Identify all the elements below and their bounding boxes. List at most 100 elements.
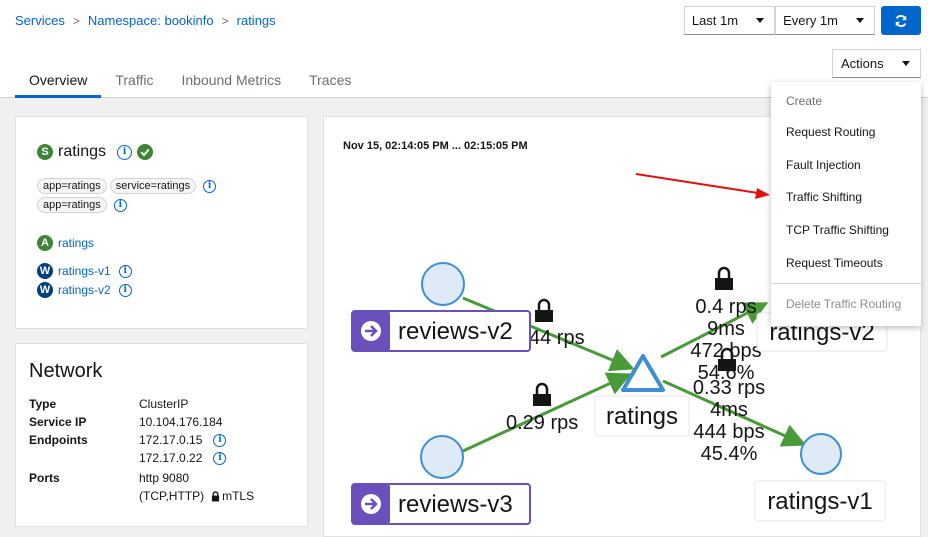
- actions-label: Actions: [841, 56, 884, 71]
- menu-item-tcp-traffic-shifting[interactable]: TCP Traffic Shifting: [786, 223, 889, 238]
- service-graph[interactable]: 44 rps 0.29 rps 0.4 rps 9ms 472 bps 54.6…: [324, 117, 921, 537]
- service-description-card: S ratings i app=ratings service=ratings …: [15, 116, 308, 329]
- network-row: Endpoints 172.17.0.15 i: [29, 431, 254, 449]
- menu-divider: [771, 282, 921, 284]
- tab-traffic[interactable]: Traffic: [115, 72, 154, 88]
- node-reviews-v2[interactable]: [421, 262, 465, 306]
- network-row: Ports http 9080: [29, 469, 254, 487]
- edge-ratings-ratings-v2[interactable]: [660, 302, 769, 359]
- actions-dropdown[interactable]: Actions: [832, 49, 921, 78]
- refresh-button[interactable]: [881, 6, 921, 35]
- endpoint-value: 172.17.0.15: [139, 433, 203, 447]
- network-value: 172.17.0.22 i: [139, 451, 227, 465]
- menu-item-request-timeouts[interactable]: Request Timeouts: [786, 255, 883, 270]
- lock-icon: [535, 298, 553, 322]
- actions-menu: Create Request Routing Fault Injection T…: [771, 82, 921, 326]
- edge-rps: 0.29 rps: [506, 412, 578, 434]
- refresh-icon: [895, 14, 907, 27]
- network-key: Type: [29, 397, 57, 411]
- breadcrumb-current[interactable]: ratings: [236, 13, 276, 28]
- node-reviews-v3[interactable]: [420, 435, 464, 479]
- edge-label-ratings-v2: 0.4 rps 9ms 472 bps 54.6%: [690, 266, 762, 384]
- info-icon[interactable]: i: [113, 198, 127, 212]
- menu-item-traffic-shifting[interactable]: Traffic Shifting: [786, 190, 863, 205]
- menu-item-delete-traffic-routing[interactable]: Delete Traffic Routing: [786, 297, 902, 312]
- network-value: (TCP,HTTP) mTLS: [139, 489, 254, 503]
- edge-throughput: 444 bps: [693, 421, 764, 443]
- workload-link[interactable]: ratings-v1: [58, 264, 111, 278]
- info-icon[interactable]: i: [118, 283, 132, 297]
- lock-icon: [715, 266, 733, 290]
- network-value: 10.104.176.184: [139, 415, 223, 429]
- breadcrumb-separator-icon: >: [72, 13, 80, 28]
- top-bar: Services > Namespace: bookinfo > ratings…: [0, 0, 928, 98]
- breadcrumb-services[interactable]: Services: [15, 13, 65, 28]
- info-icon[interactable]: i: [118, 264, 132, 278]
- app-link[interactable]: ratings: [58, 236, 95, 250]
- breadcrumb-separator-icon: >: [221, 13, 229, 28]
- network-key: Ports: [29, 471, 60, 485]
- refresh-interval-dropdown[interactable]: Every 1m: [775, 6, 875, 35]
- duration-value: Last 1m: [691, 13, 739, 28]
- service-title: S ratings i: [37, 143, 154, 161]
- edge-percent: 54.6%: [698, 362, 755, 384]
- caret-down-icon: [756, 18, 765, 23]
- label-ratings-v1[interactable]: ratings-v1: [754, 480, 886, 522]
- edge-ratings-ratings-v1[interactable]: [662, 379, 807, 447]
- edge-reviews-v2-ratings[interactable]: [462, 296, 635, 372]
- info-icon[interactable]: i: [203, 179, 217, 193]
- service-name: ratings: [58, 143, 107, 160]
- service-badge: S: [37, 144, 53, 160]
- node-ratings-service[interactable]: [621, 354, 665, 392]
- info-icon[interactable]: i: [117, 144, 133, 160]
- label-chip: app=ratings: [37, 197, 107, 213]
- node-label-text: reviews-v2: [398, 318, 513, 345]
- network-title: Network: [29, 360, 103, 382]
- info-icon[interactable]: i: [213, 451, 227, 465]
- network-key: Endpoints: [29, 433, 88, 447]
- lock-icon: [212, 490, 220, 501]
- edge-label-reviews-v3: 0.29 rps: [506, 382, 578, 434]
- network-row: Service IP 10.104.176.184: [29, 413, 254, 431]
- edge-reviews-v3-ratings[interactable]: [462, 372, 632, 453]
- breadcrumb-namespace[interactable]: Namespace: bookinfo: [87, 13, 214, 28]
- network-row: (TCP,HTTP) mTLS: [29, 487, 254, 505]
- workload-badge: W: [37, 282, 53, 298]
- edge-throughput: 472 bps: [690, 340, 761, 362]
- app-link-row: A ratings: [37, 235, 94, 251]
- service-labels: app=ratings service=ratings i app=rating…: [37, 178, 302, 216]
- edge-latency: 4ms: [710, 399, 748, 421]
- tab-overview[interactable]: Overview: [15, 64, 102, 98]
- node-ratings-v1[interactable]: [800, 433, 842, 475]
- node-label-text: ratings-v1: [767, 488, 872, 515]
- menu-item-request-routing[interactable]: Request Routing: [786, 125, 876, 140]
- workload-row: W ratings-v1 i: [37, 263, 132, 279]
- label-reviews-v3[interactable]: reviews-v3: [351, 483, 531, 525]
- edge-label-reviews-v2: 44 rps: [529, 298, 585, 349]
- menu-group-header: Create: [786, 94, 823, 108]
- label-reviews-v2[interactable]: reviews-v2: [351, 310, 531, 352]
- edge-percent: 45.4%: [701, 443, 758, 465]
- lock-icon: [533, 382, 551, 406]
- workload-link[interactable]: ratings-v2: [58, 283, 111, 297]
- menu-item-fault-injection[interactable]: Fault Injection: [786, 157, 861, 172]
- edge-latency: 9ms: [707, 318, 745, 340]
- tab-inbound-metrics[interactable]: Inbound Metrics: [181, 72, 282, 88]
- edge-rps: 0.4 rps: [695, 296, 756, 318]
- mtls-label: mTLS: [222, 489, 255, 503]
- node-label-text: reviews-v3: [398, 491, 513, 518]
- port-protocol: (TCP,HTTP): [139, 489, 205, 503]
- network-key: Service IP: [29, 415, 87, 429]
- graph-time-range: Nov 15, 02:14:05 PM ... 02:15:05 PM: [343, 140, 528, 152]
- info-icon[interactable]: i: [213, 433, 227, 447]
- label-ratings[interactable]: ratings: [594, 395, 690, 437]
- refresh-interval-value: Every 1m: [783, 13, 838, 28]
- tab-traces[interactable]: Traces: [309, 72, 352, 88]
- network-value: http 9080: [139, 471, 190, 485]
- workload-row: W ratings-v2 i: [37, 282, 132, 298]
- lock-icon: [718, 347, 736, 371]
- app-badge: A: [37, 235, 53, 251]
- duration-dropdown[interactable]: Last 1m: [683, 6, 776, 35]
- endpoint-value: 172.17.0.22: [139, 451, 203, 465]
- network-table: Type ClusterIP Service IP 10.104.176.184…: [29, 395, 254, 505]
